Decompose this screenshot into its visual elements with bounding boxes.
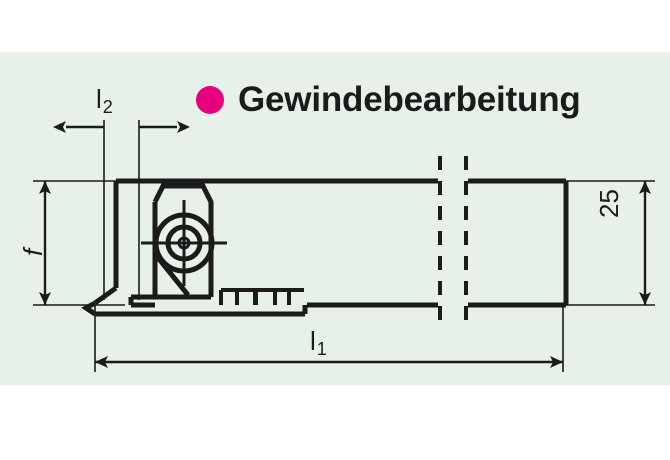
dimension-label-l2: l2 xyxy=(96,86,113,116)
tool-shank xyxy=(113,178,569,308)
dimension-label-f-symbol: f xyxy=(18,248,48,256)
clamp-screw xyxy=(141,200,227,286)
tool-head xyxy=(81,285,308,317)
extension-lines xyxy=(33,120,655,372)
dimension-label-l1: l1 xyxy=(310,328,327,358)
bullet-icon xyxy=(196,85,224,114)
screw-centre-mark xyxy=(141,200,227,286)
break-lines xyxy=(438,156,468,330)
section-title: Gewindebearbeitung xyxy=(238,80,581,119)
dimension-label-l2-subscript: 2 xyxy=(102,97,113,118)
dimension-label-25-value: 25 xyxy=(594,189,624,218)
dimension-label-l2-symbol: l xyxy=(96,84,102,114)
dimension-label-25: 25 xyxy=(594,189,624,218)
drawing-panel xyxy=(0,52,670,385)
chipbreaker-step xyxy=(219,288,304,305)
section-heading: Gewindebearbeitung xyxy=(196,82,581,117)
dimension-label-l1-symbol: l xyxy=(310,326,316,356)
dimension-label-l1-subscript: 1 xyxy=(316,339,327,360)
dimension-label-f: f xyxy=(18,248,48,256)
